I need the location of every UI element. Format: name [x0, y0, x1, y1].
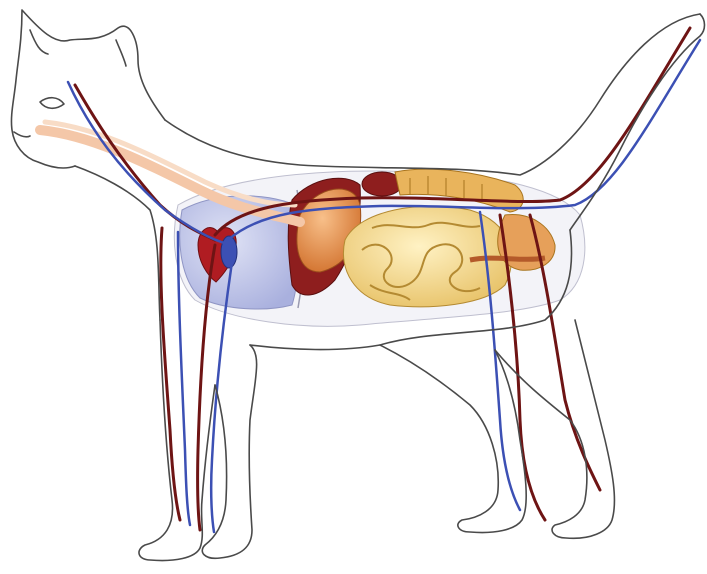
cat-anatomy-diagram	[0, 0, 707, 574]
cat-anatomy-svg	[0, 0, 707, 574]
